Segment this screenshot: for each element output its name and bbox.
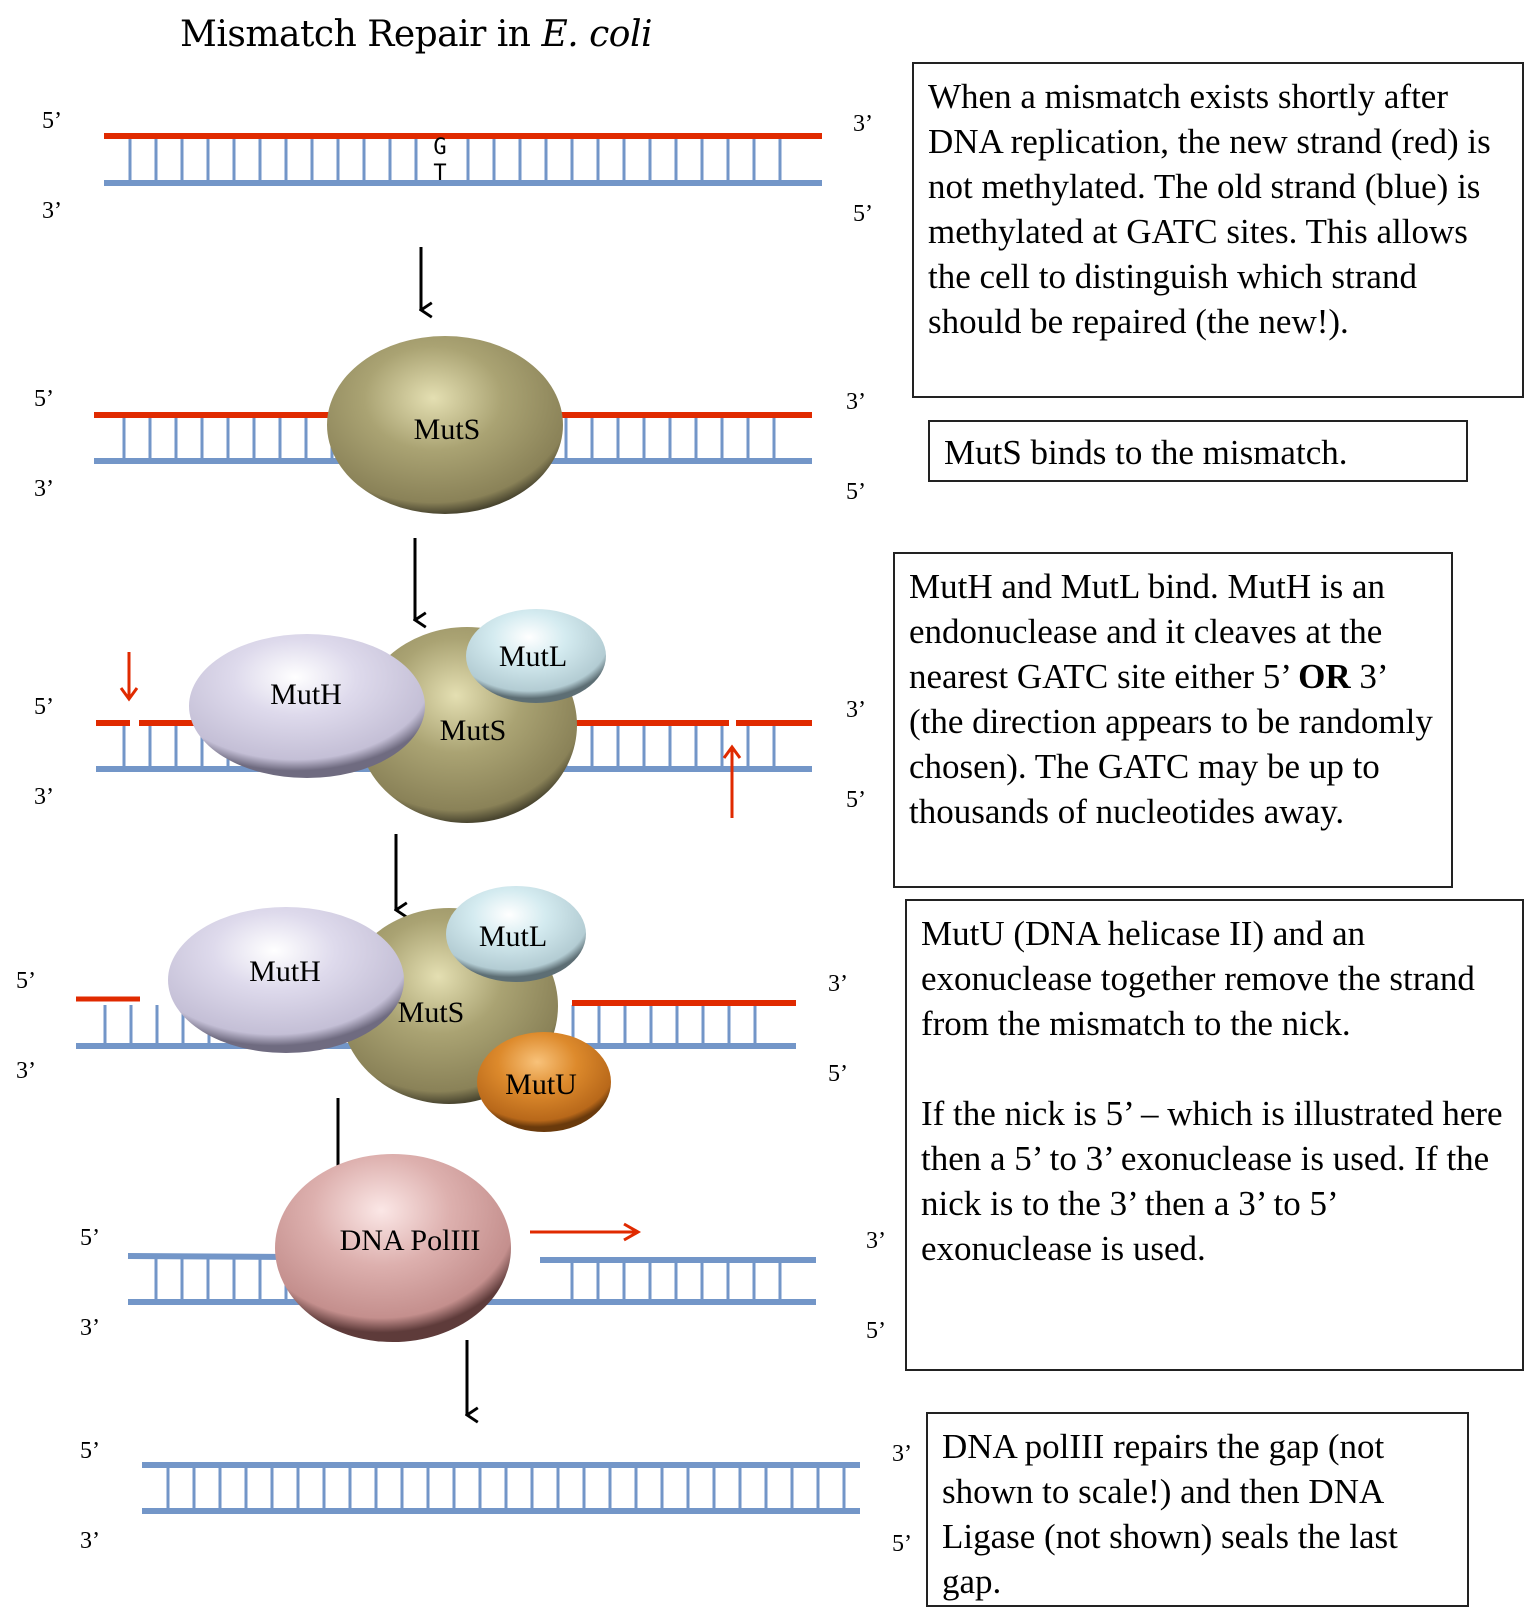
explanation-text: If the nick is 5’ – which is illustrated…: [921, 1094, 1503, 1268]
label-3prime-top-right: 3’: [846, 389, 866, 415]
label-5prime-top-left: 5’: [16, 968, 36, 994]
mismatch-base-g: G: [433, 135, 446, 160]
step-2-muts-binding: MutS 5’ 3’ 3’ 5’: [34, 336, 866, 514]
title-species: E. coli: [541, 14, 652, 55]
muts-label: MutS: [440, 714, 507, 747]
explanation-text: MutS binds to the mismatch.: [944, 433, 1348, 472]
label-3prime-bottom-left: 3’: [34, 784, 54, 810]
muts-protein: [327, 336, 563, 514]
explanation-text: When a mismatch exists shortly after DNA…: [928, 77, 1491, 341]
diagram-title: Mismatch Repair in E. coli: [180, 14, 652, 55]
muts-label: MutS: [398, 996, 465, 1029]
muth-protein: [189, 634, 425, 778]
explanation-text: DNA polIII repairs the gap (not shown to…: [942, 1427, 1398, 1601]
dna-pol-iii-label: DNA PolIII: [340, 1224, 481, 1257]
step-6-repaired-dna: 5’ 3’ 3’ 5’: [80, 1438, 912, 1557]
base-pair-rungs: [166, 1467, 846, 1509]
label-5prime-bottom-right: 5’: [846, 479, 866, 505]
emphasis-or: OR: [1298, 657, 1351, 696]
label-3prime-top-right: 3’: [853, 111, 873, 137]
label-5prime-bottom-right: 5’: [846, 787, 866, 813]
mutl-label: MutL: [479, 920, 547, 953]
mutl-protein: [446, 886, 586, 982]
explanation-text: MutU (DNA helicase II) and an exonucleas…: [921, 914, 1475, 1043]
explanation-text-part: MutH and MutL bind. MutH is an endonucle…: [909, 567, 1386, 696]
explanation-text-part: 3’ (the direction appears to be randomly…: [909, 657, 1433, 831]
label-3prime-bottom-left: 3’: [34, 476, 54, 502]
dna-pol-iii-protein: [275, 1154, 511, 1342]
mutu-label: MutU: [505, 1068, 577, 1101]
label-3prime-top-right: 3’: [866, 1228, 886, 1254]
label-5prime-top-left: 5’: [42, 108, 62, 134]
label-5prime-top-left: 5’: [80, 1225, 100, 1251]
explanation-box-muts-binds: MutS binds to the mismatch.: [928, 420, 1468, 482]
label-5prime-bottom-right: 5’: [828, 1061, 848, 1087]
explanation-box-mutu-excision: MutU (DNA helicase II) and an exonucleas…: [905, 899, 1524, 1371]
label-5prime-bottom-right: 5’: [892, 1531, 912, 1557]
muts-label: MutS: [414, 413, 481, 446]
explanation-box-strand-discrimination: When a mismatch exists shortly after DNA…: [912, 62, 1524, 398]
muth-label: MutH: [270, 678, 342, 711]
title-text: Mismatch Repair in: [180, 14, 542, 55]
label-5prime-top-left: 5’: [34, 694, 54, 720]
label-3prime-bottom-left: 3’: [80, 1315, 100, 1341]
mismatch-base-t: T: [433, 161, 446, 186]
base-pair-rungs: [154, 1258, 782, 1300]
base-pair-rungs: [128, 138, 782, 181]
label-3prime-bottom-left: 3’: [80, 1528, 100, 1554]
label-3prime-top-right: 3’: [846, 697, 866, 723]
mutl-label: MutL: [499, 640, 567, 673]
explanation-box-polIII-ligase: DNA polIII repairs the gap (not shown to…: [926, 1412, 1469, 1607]
label-3prime-top-right: 3’: [828, 971, 848, 997]
label-3prime-bottom-left: 3’: [16, 1058, 36, 1084]
step-3-muth-mutl-binding: MutH MutL MutS 5’ 3’ 3’ 5’: [34, 609, 866, 823]
muth-label: MutH: [249, 955, 321, 988]
step-1-mismatch-dna: G T 5’ 3’ 3’ 5’: [42, 108, 873, 227]
explanation-box-muth-mutl: MutH and MutL bind. MutH is an endonucle…: [893, 552, 1453, 888]
label-3prime-top-right: 3’: [892, 1441, 912, 1467]
mutl-protein: [466, 609, 606, 703]
step-4-excision: MutH MutL MutS MutU 5’ 3’ 3’ 5’: [16, 886, 848, 1132]
resynthesized-strand-left: [127, 1253, 291, 1260]
cut-arrow-5prime-head: [119, 687, 139, 702]
synthesis-direction-arrow-head: [623, 1222, 642, 1242]
label-5prime-bottom-right: 5’: [853, 201, 873, 227]
explanation-text: MutH and MutL bind. MutH is an endonucle…: [909, 564, 1437, 834]
label-3prime-bottom-left: 3’: [42, 198, 62, 224]
muth-protein: [168, 907, 404, 1053]
label-5prime-top-left: 5’: [80, 1438, 100, 1464]
cut-arrow-3prime-head: [722, 744, 742, 759]
mutu-protein: [477, 1032, 611, 1132]
label-5prime-top-left: 5’: [34, 386, 54, 412]
step-5-resynthesis: DNA PolIII 5’ 3’ 3’ 5’: [80, 1154, 886, 1344]
label-5prime-bottom-right: 5’: [866, 1318, 886, 1344]
